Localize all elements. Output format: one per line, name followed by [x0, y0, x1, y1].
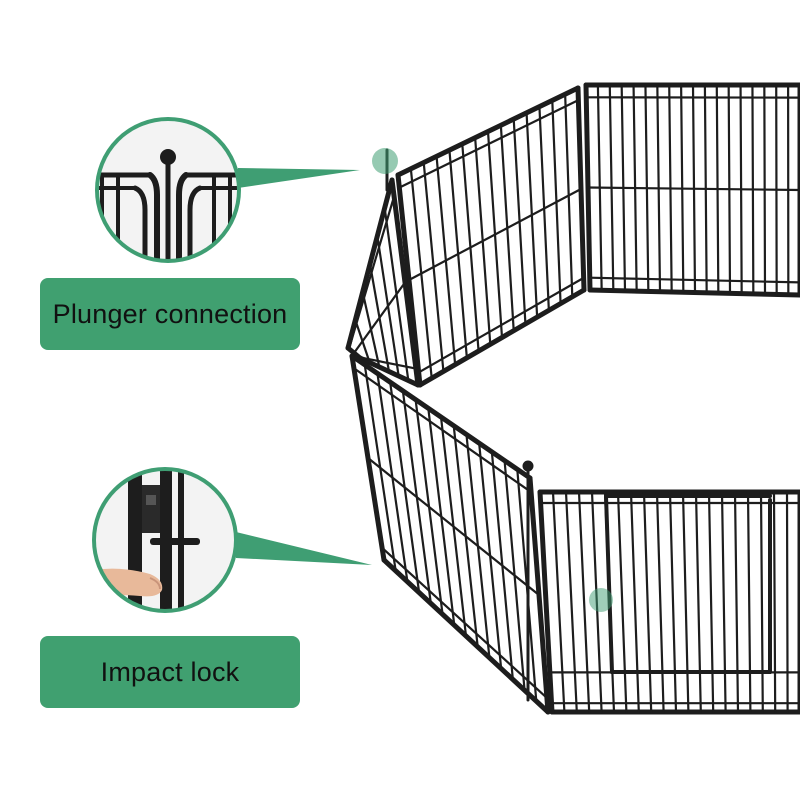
- plunger-connection-icon: [95, 117, 241, 263]
- plunger-marker: [372, 148, 398, 174]
- plunger-connection-label: Plunger connection: [40, 278, 300, 350]
- impact-lock-label: Impact lock: [40, 636, 300, 708]
- pointer-bottom: [236, 532, 372, 565]
- pointer-top: [238, 168, 360, 188]
- impact-lock-icon: [92, 467, 238, 613]
- dog-playpen-fence: [345, 82, 800, 715]
- lock-marker: [589, 588, 613, 612]
